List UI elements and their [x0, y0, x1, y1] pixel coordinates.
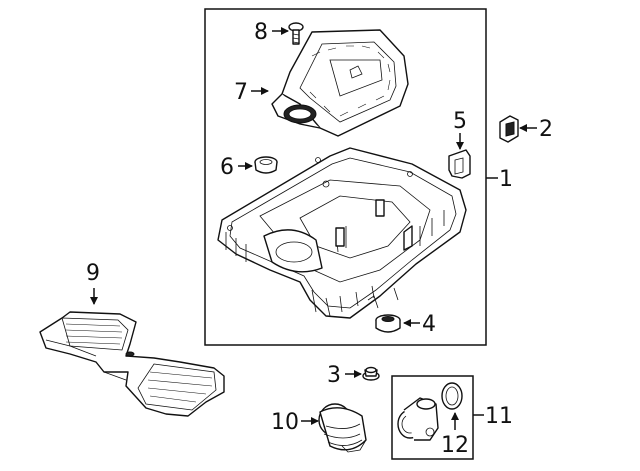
part-5-clip	[448, 149, 471, 179]
callout-9: 9	[86, 261, 100, 286]
assembly-box-1	[204, 8, 487, 346]
callout-7: 7	[234, 80, 248, 105]
callout-12: 12	[441, 433, 469, 458]
part-1-housing	[217, 147, 467, 319]
callout-5: 5	[453, 109, 467, 134]
callout-3: 3	[327, 363, 341, 388]
part-10-hose	[318, 403, 367, 453]
part-4-grommet	[375, 314, 401, 333]
callout-10: 10	[271, 410, 299, 435]
part-6-grommet	[254, 156, 278, 174]
callout-1: 1	[499, 167, 513, 192]
part-3-pin	[362, 366, 380, 381]
part-12-seal	[441, 382, 463, 410]
assembly-box-11	[391, 375, 474, 460]
part-2-clip	[499, 115, 519, 143]
callout-2: 2	[539, 117, 553, 142]
part-7-cover	[271, 29, 409, 137]
part-11-adapter	[397, 397, 439, 441]
callout-6: 6	[220, 155, 234, 180]
callout-11: 11	[485, 404, 513, 429]
part-9-duct	[39, 311, 225, 417]
callout-8: 8	[254, 20, 268, 45]
callout-4: 4	[422, 312, 436, 337]
part-8-screw	[288, 22, 304, 45]
